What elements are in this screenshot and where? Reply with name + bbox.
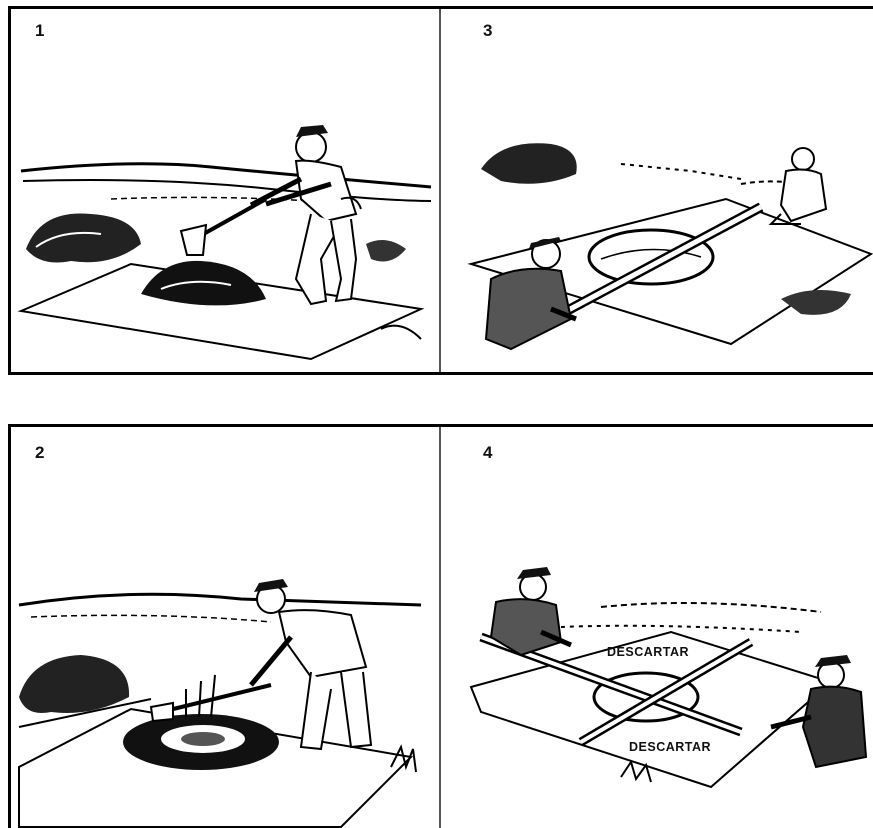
discard-label-bottom: DESCARTAR	[629, 740, 711, 754]
shoveling-illustration	[11, 9, 439, 372]
mixing-illustration	[11, 427, 439, 828]
panel-1: 1	[11, 9, 439, 372]
panel-2: 2	[11, 427, 439, 828]
top-row-frame: 1	[8, 6, 873, 375]
bottom-row-frame: 2	[8, 424, 873, 828]
discard-label-top: DESCARTAR	[607, 645, 689, 659]
panel-3: 3	[441, 9, 873, 372]
quartering-illustration	[441, 427, 873, 828]
panel-4: 4 DESCARTAR DE	[441, 427, 873, 828]
flattening-illustration	[441, 9, 873, 372]
